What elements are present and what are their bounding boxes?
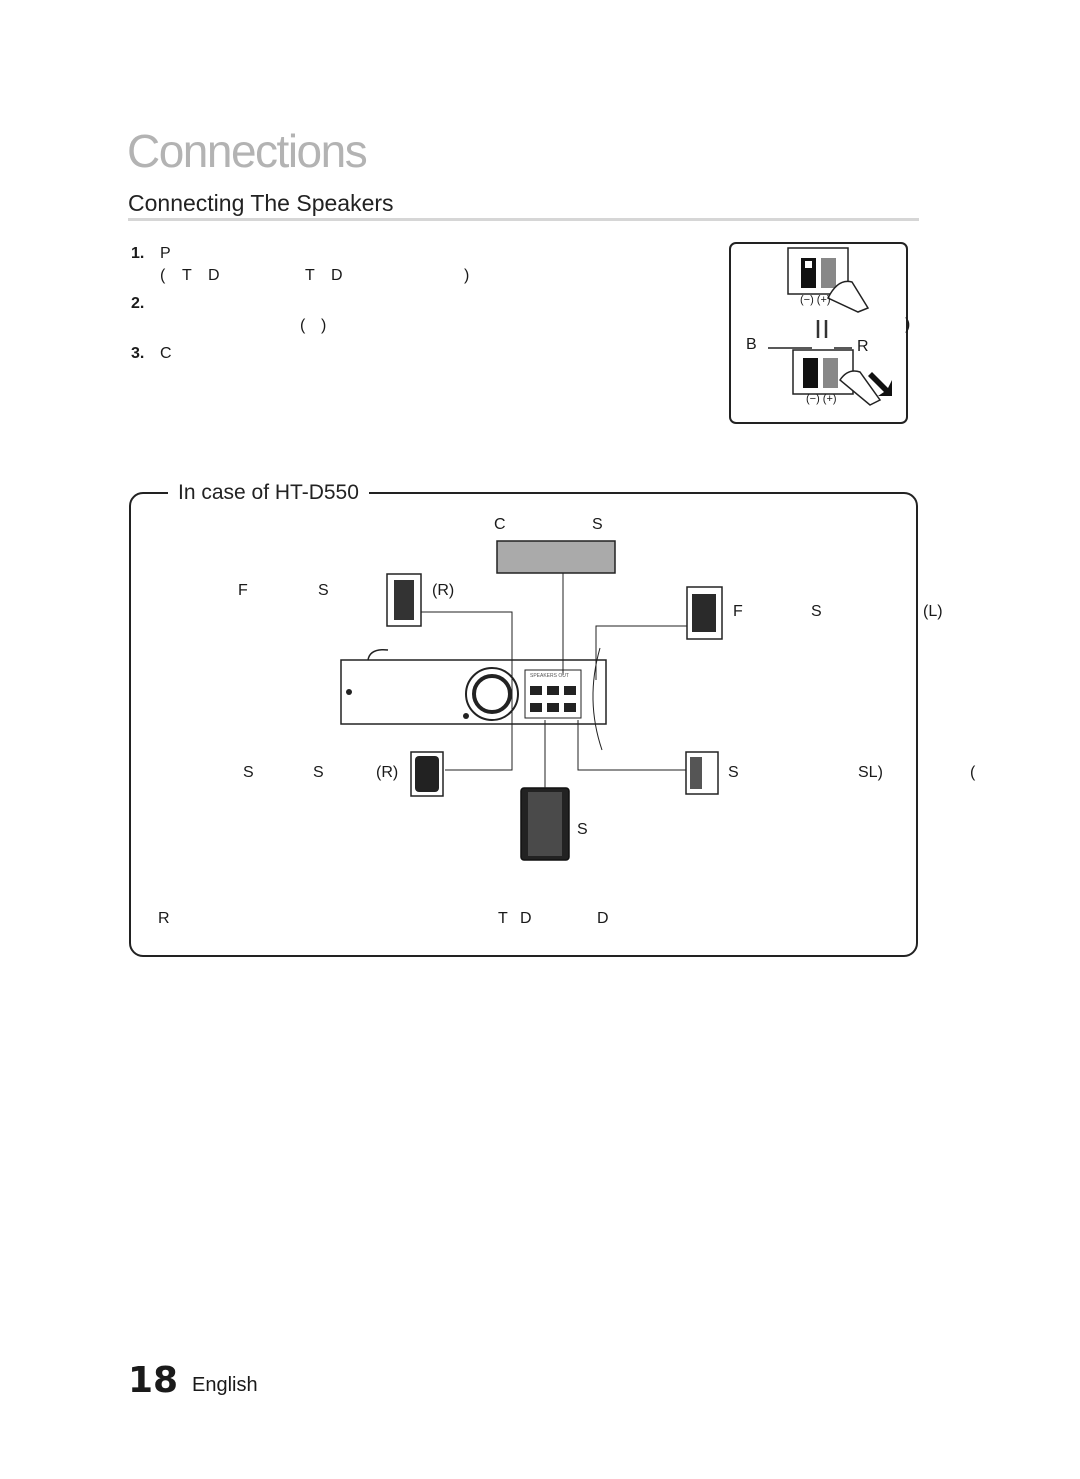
polarity-label-top: (−) (+) xyxy=(800,294,831,306)
step-number: 3. xyxy=(131,345,145,362)
surround-left-label: ( xyxy=(970,764,976,781)
step-fragment: ) xyxy=(464,267,470,284)
step-fragment: T xyxy=(305,267,315,284)
page-number: 18 xyxy=(128,1360,179,1401)
step-fragment: ( xyxy=(300,317,306,334)
surround-right-label: S xyxy=(313,764,324,781)
step-number: 1. xyxy=(131,245,145,262)
front-left-label: S xyxy=(811,603,822,620)
page-language: English xyxy=(192,1374,258,1396)
surround-right-label: (R) xyxy=(376,764,399,781)
case-panel xyxy=(129,492,918,957)
front-right-label: S xyxy=(318,582,329,599)
step-text: C xyxy=(160,345,172,362)
section-title: Connecting The Speakers xyxy=(128,190,394,216)
step-number: 2. xyxy=(131,295,145,312)
subwoofer-label: S xyxy=(577,821,588,838)
front-right-label: F xyxy=(238,582,248,599)
edge-fragment: ) xyxy=(905,316,911,333)
step-fragment: D xyxy=(208,267,220,284)
chapter-title: Connections xyxy=(127,125,368,177)
step-fragment: ) xyxy=(321,317,327,334)
speakers-out-label: SPEAKERS OUT xyxy=(530,673,569,679)
front-right-label: (R) xyxy=(432,582,455,599)
step-text: P xyxy=(160,245,171,262)
step-fragment: T xyxy=(182,267,192,284)
red-wire-label: R xyxy=(857,338,869,355)
front-left-label: (L) xyxy=(923,603,943,620)
center-speaker-label: C xyxy=(494,516,506,533)
note-fragment: D xyxy=(597,910,609,927)
black-wire-label: B xyxy=(746,336,757,353)
note-fragment: T xyxy=(498,910,508,927)
front-left-label: F xyxy=(733,603,743,620)
step-fragment: ( xyxy=(160,267,166,284)
surround-left-label: SL) xyxy=(858,764,883,781)
step-fragment: D xyxy=(331,267,343,284)
section-divider xyxy=(128,218,919,221)
note-fragment: R xyxy=(158,910,170,927)
note-fragment: D xyxy=(520,910,532,927)
case-title: In case of HT-D550 xyxy=(168,481,369,505)
surround-left-label: S xyxy=(728,764,739,781)
center-speaker-label: S xyxy=(592,516,603,533)
polarity-label-bottom: (−) (+) xyxy=(806,393,837,405)
surround-right-label: S xyxy=(243,764,254,781)
